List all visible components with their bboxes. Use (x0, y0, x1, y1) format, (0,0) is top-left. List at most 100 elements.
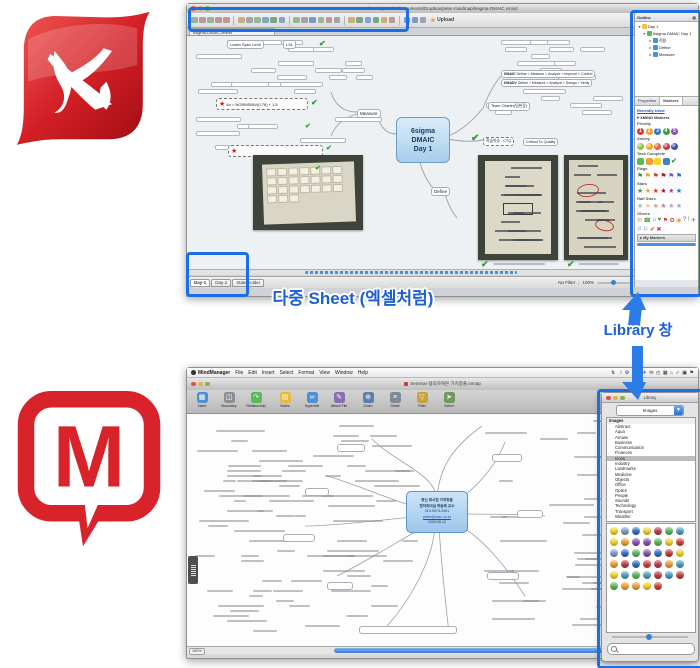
menu-3[interactable]: Insert (261, 369, 275, 376)
menu-6[interactable]: View (319, 369, 330, 376)
map-node[interactable] (327, 582, 353, 590)
toolbar-icon[interactable] (403, 16, 411, 24)
boundary-button[interactable]: ◫Boundary (218, 391, 240, 408)
markers-panel[interactable]: Recently Used ▾ XMIND Markers Priority 1… (635, 106, 698, 280)
insert-button[interactable]: ▦Insert (191, 391, 213, 408)
library-image-icon[interactable] (643, 571, 651, 579)
toolbar-icon[interactable] (262, 16, 269, 24)
library-image-icon[interactable] (676, 538, 684, 546)
mm-zoom-control[interactable]: 100% (189, 648, 205, 655)
library-image-icon[interactable] (654, 538, 662, 546)
toolbar-icon[interactable] (419, 16, 427, 24)
toolbar-icon[interactable] (411, 16, 419, 24)
library-image-icon[interactable] (654, 571, 662, 579)
library-image-icon[interactable] (621, 549, 629, 557)
sheet-tab-1[interactable]: Day-2 (211, 278, 232, 287)
library-image-icon[interactable] (621, 582, 629, 590)
relationship-button[interactable]: ↷Relationship (245, 391, 267, 408)
star-marker[interactable]: ★ (637, 188, 644, 195)
menubar-status-icon[interactable]: ▦ (662, 369, 668, 376)
panel-menu-icon[interactable]: ▣ (692, 14, 696, 20)
star-marker[interactable]: ★ (660, 188, 667, 195)
mm-hscrollbar[interactable]: 100% (187, 646, 698, 655)
zoom-button[interactable] (205, 381, 210, 386)
library-image-icon[interactable] (665, 549, 673, 557)
smiley-marker[interactable] (645, 143, 653, 150)
library-image-icon[interactable] (632, 560, 640, 568)
menubar-status-icon[interactable]: ▣ (682, 369, 688, 376)
toolbar-icon[interactable] (364, 16, 372, 24)
task-progress-marker[interactable] (662, 158, 670, 165)
other-marker[interactable]: ⚑ (662, 218, 669, 224)
outline-panel-header[interactable]: Outline▣ (635, 13, 698, 22)
library-image-icon[interactable] (676, 571, 684, 579)
flag-marker[interactable]: ⚑ (675, 173, 683, 180)
half-star-marker[interactable]: ★ (675, 203, 683, 210)
library-category-15[interactable]: Technology (615, 503, 637, 509)
scroll-thumb[interactable] (305, 271, 517, 274)
map-node[interactable] (283, 534, 315, 542)
other-markers[interactable]: ✉☎⌂♥⚑✿◉?!✈♫⚐✔✖ (637, 217, 697, 233)
node-define[interactable]: Define (431, 187, 451, 196)
library-image-icon[interactable] (610, 571, 618, 579)
outline-item-day1[interactable]: ▾Day 1 (638, 24, 659, 29)
library-image-icon[interactable] (610, 560, 618, 568)
node-sigma-formula[interactable]: ★4σ = NORMSINV(0.76) + 1.5 (216, 98, 308, 110)
star-marker[interactable]: ★ (652, 188, 659, 195)
library-image-icon[interactable] (643, 549, 651, 557)
outline-item-1[interactable]: ▸적용 (649, 37, 667, 44)
window-controls[interactable] (191, 381, 210, 386)
library-image-icon[interactable] (610, 582, 618, 590)
toolbar-icon[interactable] (246, 16, 253, 24)
xmind-hscrollbar[interactable] (187, 269, 634, 275)
menu-4[interactable]: Select (279, 369, 294, 376)
zoom-button[interactable]: ⊕Zoom (357, 391, 379, 408)
library-size-slider[interactable] (612, 634, 688, 640)
menubar-status-icon[interactable]: ◴ (655, 369, 661, 376)
node-dmadv[interactable]: DMADV Define > Measure > Analyze > Desig… (501, 79, 593, 87)
half-star-marker[interactable]: ★ (660, 203, 667, 210)
library-titlebar[interactable]: Library (602, 393, 698, 403)
library-image-icon[interactable] (643, 538, 651, 546)
map-node[interactable] (487, 572, 519, 580)
map-node[interactable] (492, 454, 522, 462)
library-category-9[interactable]: Medicine (615, 471, 632, 477)
map-node[interactable] (517, 510, 543, 518)
menu-7[interactable]: Window (334, 369, 353, 376)
library-search-field[interactable] (607, 643, 695, 655)
task-progress-marker[interactable] (645, 158, 653, 165)
window-controls[interactable] (606, 395, 625, 400)
other-marker[interactable]: ✉ (637, 218, 643, 224)
library-image-icon[interactable] (654, 527, 662, 535)
library-image-icon[interactable] (654, 582, 662, 590)
library-image-icon[interactable] (632, 538, 640, 546)
other-marker[interactable]: ? (682, 217, 687, 223)
flipchart-photo-1[interactable] (478, 155, 558, 260)
half-star-marker[interactable]: ★ (637, 203, 644, 210)
sheet-tab-0[interactable]: Day-1 (190, 278, 211, 287)
half-star-marker[interactable]: ★ (644, 203, 652, 210)
scroll-thumb[interactable] (334, 648, 686, 653)
library-category-14[interactable]: Sounds (615, 498, 630, 504)
flag-marker[interactable]: ⚑ (660, 173, 667, 180)
library-category-7[interactable]: Industry (615, 461, 630, 467)
library-image-icon[interactable] (610, 527, 618, 535)
outline-item-2[interactable]: ▸Define (649, 45, 671, 50)
toolbar-icon[interactable] (333, 16, 341, 24)
toolbar-icon[interactable] (215, 16, 222, 24)
priority-4-marker[interactable]: 4 (662, 128, 670, 135)
menu-8[interactable]: Help (357, 369, 369, 376)
library-category-11[interactable]: Office (615, 482, 626, 488)
library-category-5[interactable]: Finances (615, 450, 632, 456)
toolbar-icon[interactable] (372, 16, 380, 24)
menubar-status-icon[interactable]: ✉ (649, 369, 654, 376)
mm-central-topic[interactable]: 정신 회사원 가치창출 한자리더십 학습회 교수 010-9073-3461 p… (406, 491, 468, 533)
flag-markers[interactable]: ⚑⚑⚑⚑⚑⚑ (637, 172, 696, 181)
menu-5[interactable]: Format (298, 369, 315, 376)
star-markers[interactable]: ★★★★★★ (637, 187, 696, 196)
menubar-status-icon[interactable]: ⚑ (689, 369, 694, 376)
toolbar-icon[interactable] (356, 16, 363, 24)
zoom-level[interactable]: 100% (582, 280, 594, 285)
apple-icon[interactable] (191, 370, 196, 375)
